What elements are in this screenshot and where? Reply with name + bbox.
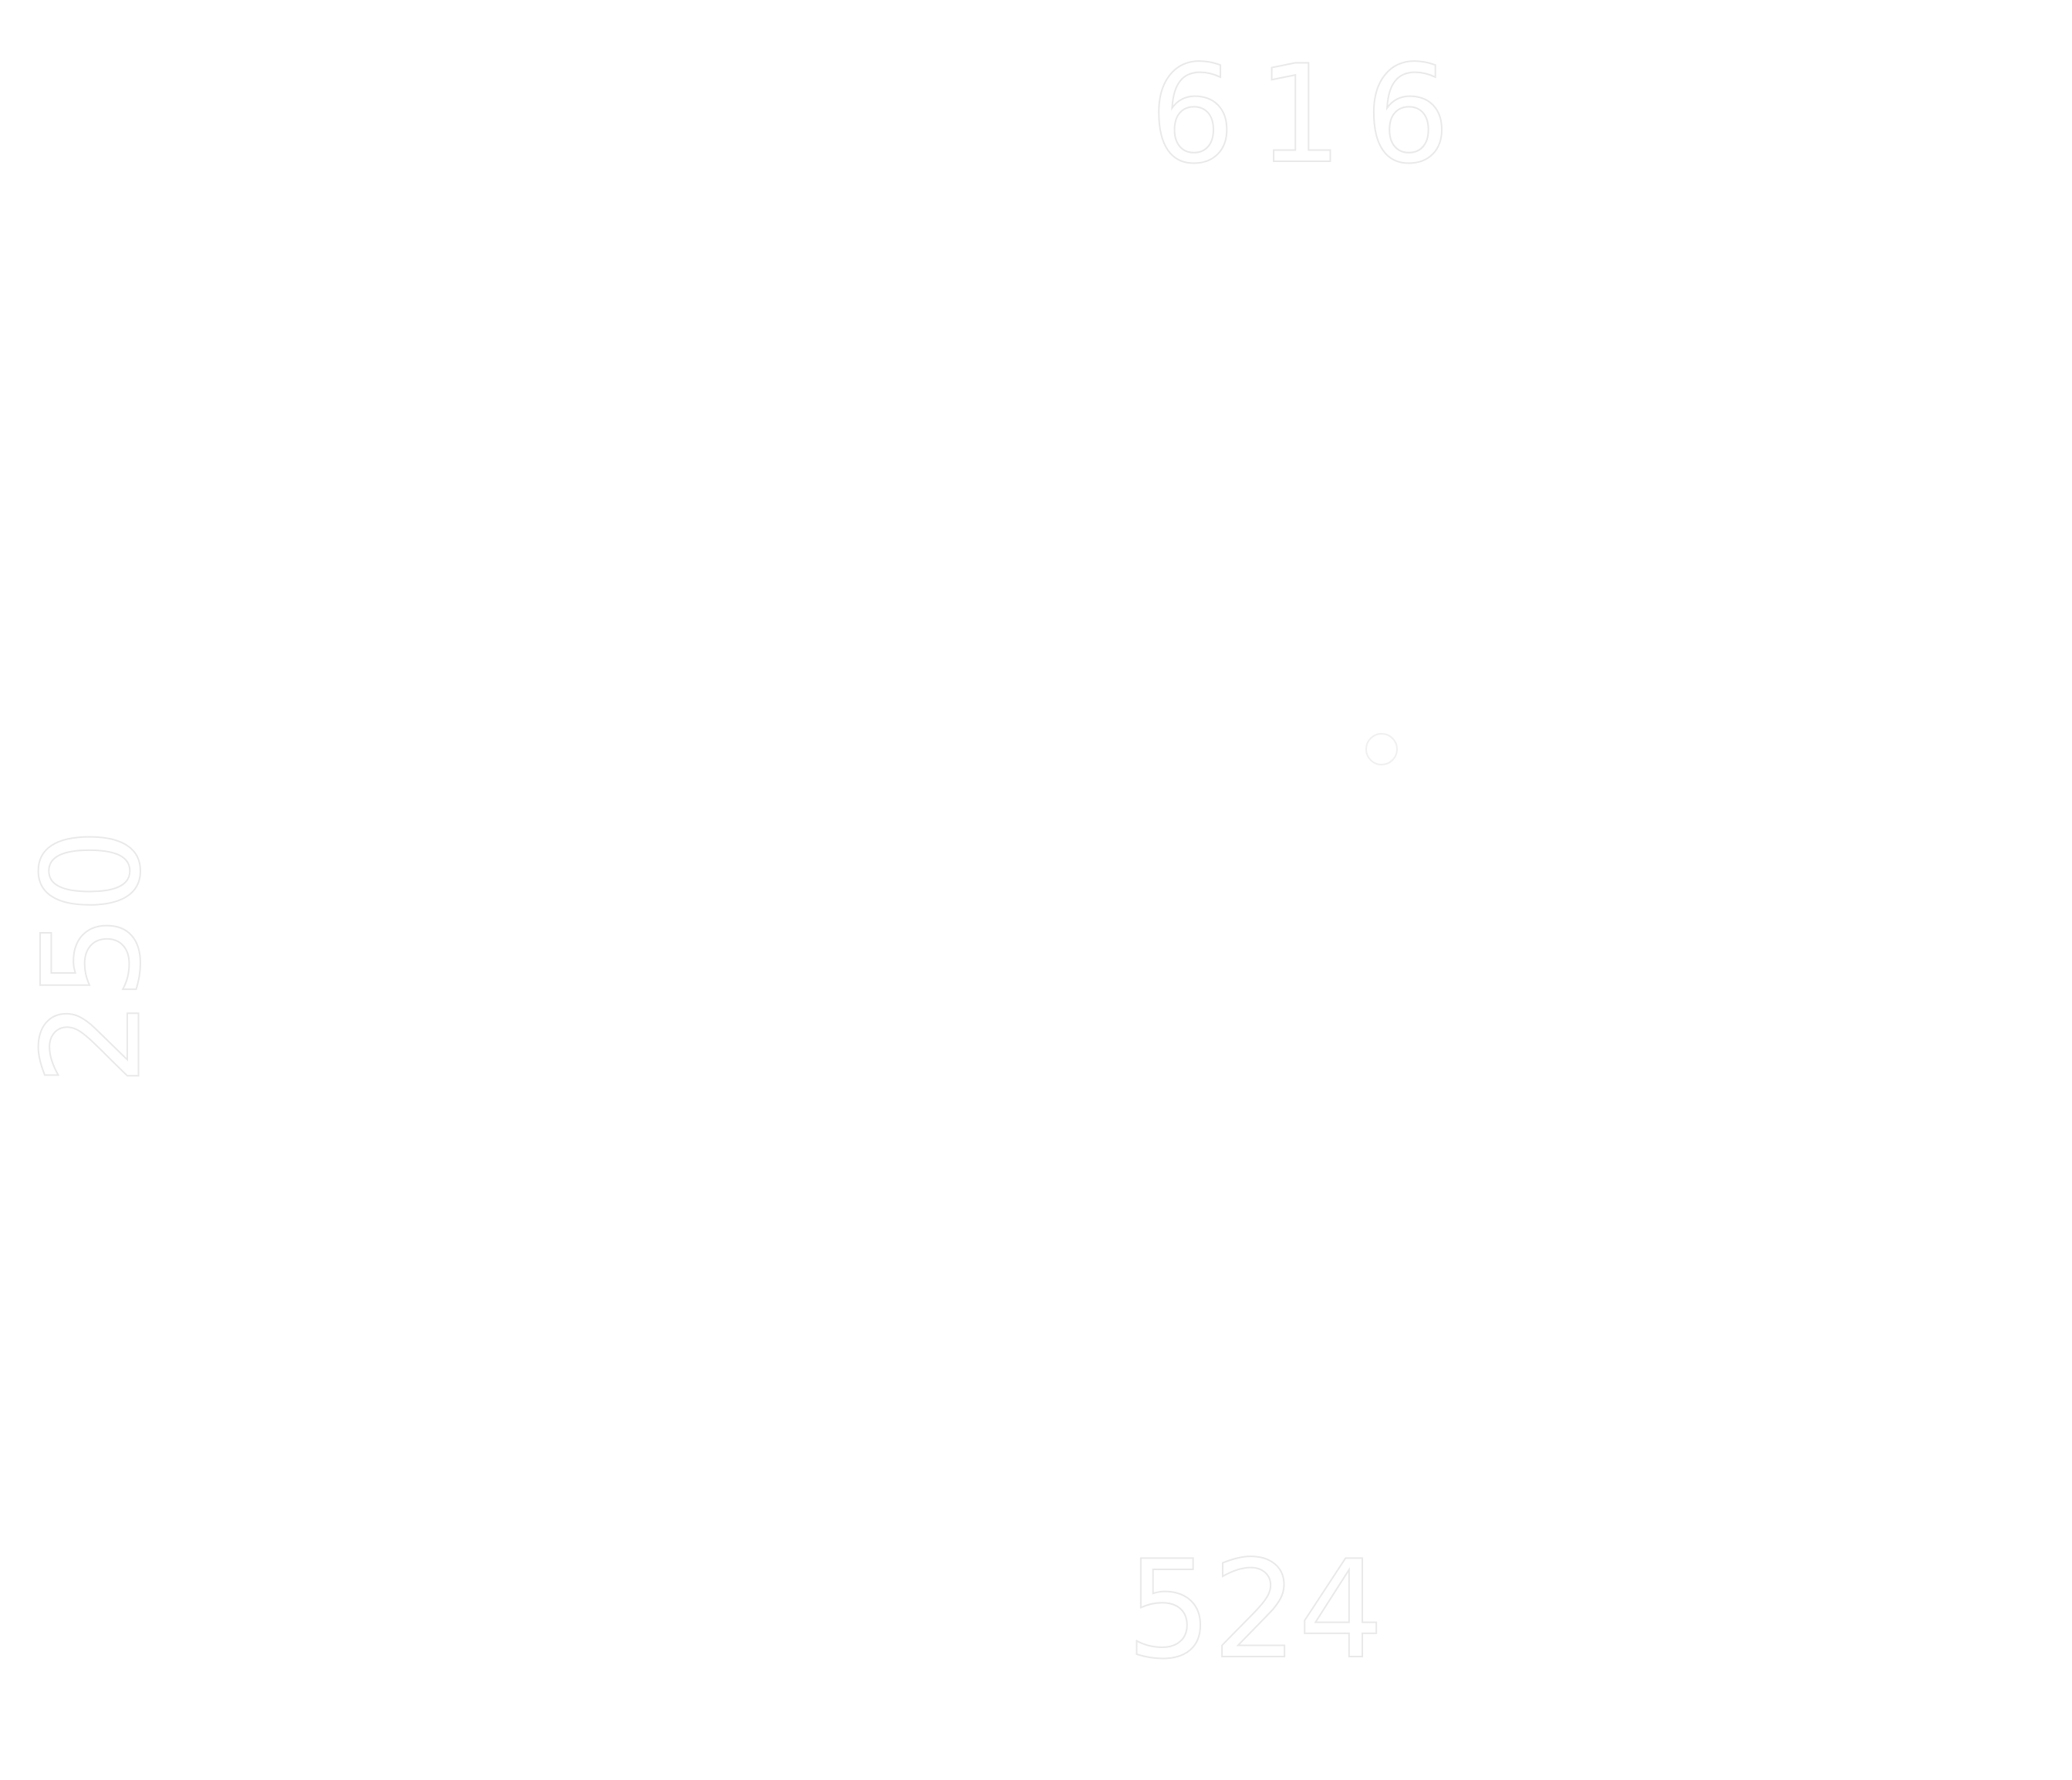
dimension-label-bottom: 524 [1125,1532,1385,1689]
dimension-label-left: 250 [14,827,172,1086]
dimension-label-top: 616 [1149,37,1473,194]
marker-dot [1365,733,1398,765]
